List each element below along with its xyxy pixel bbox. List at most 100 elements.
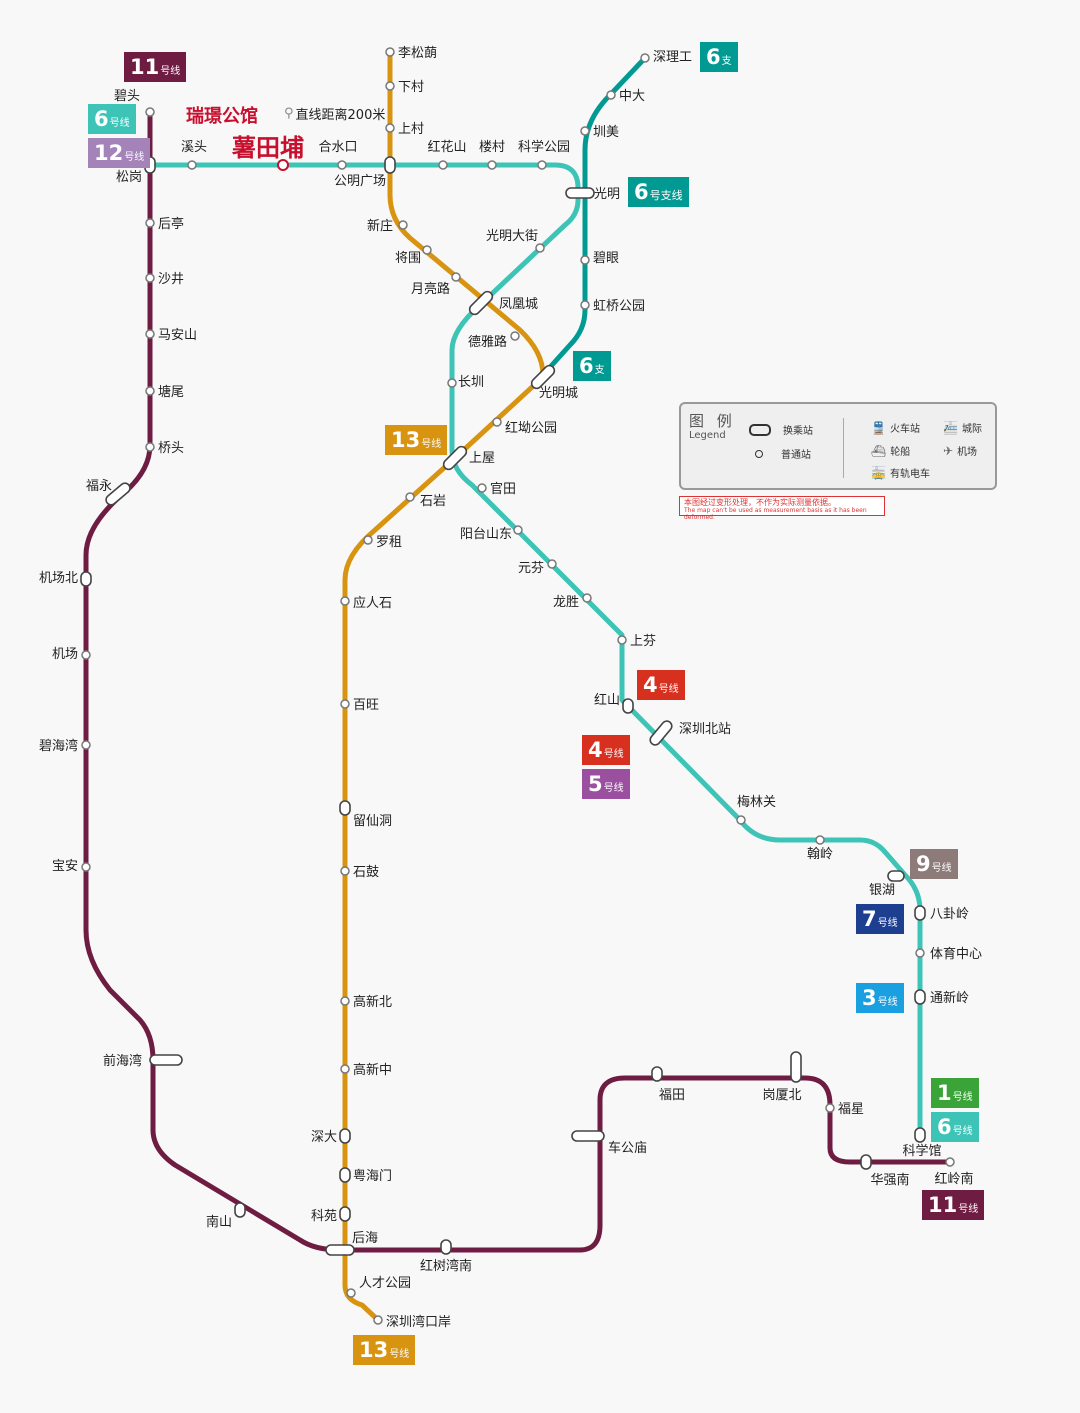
legend-transfer-label: 换乘站 (783, 426, 813, 437)
poi-distance-text: 直线距离200米 (295, 108, 386, 123)
badge-number: 4 (588, 738, 603, 762)
stop-28-marker (384, 156, 396, 174)
stop-7-marker (530, 364, 556, 390)
poi-name: 瑞璟公馆 (186, 106, 258, 127)
stop-35-marker (447, 378, 457, 388)
disclaimer-en: The map can't be used as measurement bas… (684, 507, 867, 521)
stop-12-label: 应人石 (353, 595, 392, 611)
stop-0-label: 李松蓢 (398, 46, 437, 61)
badge-suffix: 号线 (389, 1349, 410, 1360)
transfer-station-icon (749, 423, 771, 436)
stop-3-label: 新庄 (367, 218, 393, 234)
badge-number: 6 (94, 107, 109, 131)
stop-4-marker (422, 245, 432, 255)
stop-66-label: 南山 (206, 1214, 232, 1230)
stop-28-label: 公明广场 (334, 174, 386, 189)
stop-23-label: 深圳湾口岸 (386, 1314, 451, 1330)
stop-6-label: 凤凰城 (499, 297, 538, 312)
stop-16-marker (340, 996, 350, 1006)
stop-11-marker (363, 535, 373, 545)
stop-1-label: 下村 (398, 80, 424, 95)
badge-number: 13 (359, 1338, 389, 1362)
stop-62-marker (81, 650, 91, 660)
badge-number: 5 (588, 772, 603, 796)
stop-34-marker (510, 331, 520, 341)
train-icon: 🚆 (871, 420, 886, 435)
map-pin-icon: ⚲ (284, 106, 294, 121)
stop-67-label: 红树湾南 (420, 1258, 472, 1274)
legend-box: 图 例 Legend 换乘站 普通站 🚆 火车站 🚈 城际 ⛴ 轮船 ✈ 机场 … (679, 402, 997, 490)
stop-50-marker (640, 53, 650, 63)
legend-transfer: 换乘站 (749, 422, 813, 437)
legend-title-en: Legend (689, 430, 726, 441)
stop-2-marker (385, 123, 395, 133)
stop-30-label: 楼村 (479, 140, 505, 155)
stop-41-label: 红山 (594, 692, 620, 708)
stop-46-label: 八卦岭 (930, 907, 969, 922)
stop-64-label: 宝安 (52, 859, 78, 874)
stop-13-label: 百旺 (353, 698, 379, 713)
stop-40-label: 上芬 (630, 634, 656, 649)
legend-intercity: 🚈 城际 (943, 420, 982, 436)
badge-number: 3 (862, 986, 877, 1010)
legend-normal: 普通站 (749, 446, 811, 461)
stop-32-label: 光明 (594, 187, 620, 202)
stop-73-marker (945, 1157, 955, 1167)
disclaimer: 本图经过变形处理，不作为实际测量依据。 The map can't be use… (679, 496, 885, 521)
stop-55-marker (145, 218, 155, 228)
stop-53-label: 碧眼 (593, 251, 619, 266)
badge-number: 7 (862, 907, 877, 931)
stop-42-marker (649, 720, 673, 746)
stop-59-marker (145, 442, 155, 452)
stop-69-label: 福田 (659, 1088, 685, 1103)
stop-71-label: 福星 (838, 1102, 864, 1117)
stop-2-label: 上村 (398, 122, 424, 137)
stop-66-marker (234, 1202, 246, 1218)
badge-suffix: 号线 (160, 66, 181, 77)
stop-24-label: 碧头 (114, 89, 140, 104)
stop-24-marker (145, 107, 155, 117)
badge-number: 6 (579, 354, 594, 378)
stop-10-label: 石岩 (420, 494, 446, 509)
legend-title: 图 例 (689, 412, 736, 430)
stop-59-label: 桥头 (158, 441, 184, 456)
stop-8-marker (492, 417, 502, 427)
stop-67-marker (440, 1239, 452, 1255)
stop-14-marker (339, 800, 351, 816)
stop-20-label: 科苑 (311, 1209, 337, 1224)
stop-15-marker (340, 866, 350, 876)
legend-tram: 🚋 有轨电车 (871, 465, 930, 481)
stop-65-label: 前海湾 (103, 1053, 142, 1069)
badge-suffix: 号线 (958, 1204, 979, 1215)
badge-number: 6 (937, 1115, 952, 1139)
tram-icon: 🚋 (871, 465, 886, 480)
stop-17-marker (340, 1064, 350, 1074)
stop-52-marker (580, 126, 590, 136)
disclaimer-cn: 本图经过变形处理，不作为实际测量依据。 (684, 498, 836, 507)
legend-intercity-label: 城际 (961, 424, 982, 435)
stop-30-marker (487, 160, 497, 170)
stop-38-marker (547, 559, 557, 569)
legend-airport: ✈ 机场 (943, 443, 978, 459)
stop-39-marker (582, 593, 592, 603)
stop-60-marker (105, 482, 131, 506)
stop-44-marker (815, 835, 825, 845)
stop-42-label: 深圳北站 (679, 722, 731, 737)
stop-27-marker (337, 160, 347, 170)
legend-airport-label: 机场 (957, 447, 978, 458)
badge-suffix: 支 (594, 365, 605, 376)
badge-suffix: 号线 (603, 749, 624, 760)
stop-64-marker (81, 862, 91, 872)
stop-18-marker (339, 1128, 351, 1144)
stop-73-label: 红岭南 (934, 1171, 973, 1187)
stop-9-label: 上屋 (469, 451, 495, 466)
